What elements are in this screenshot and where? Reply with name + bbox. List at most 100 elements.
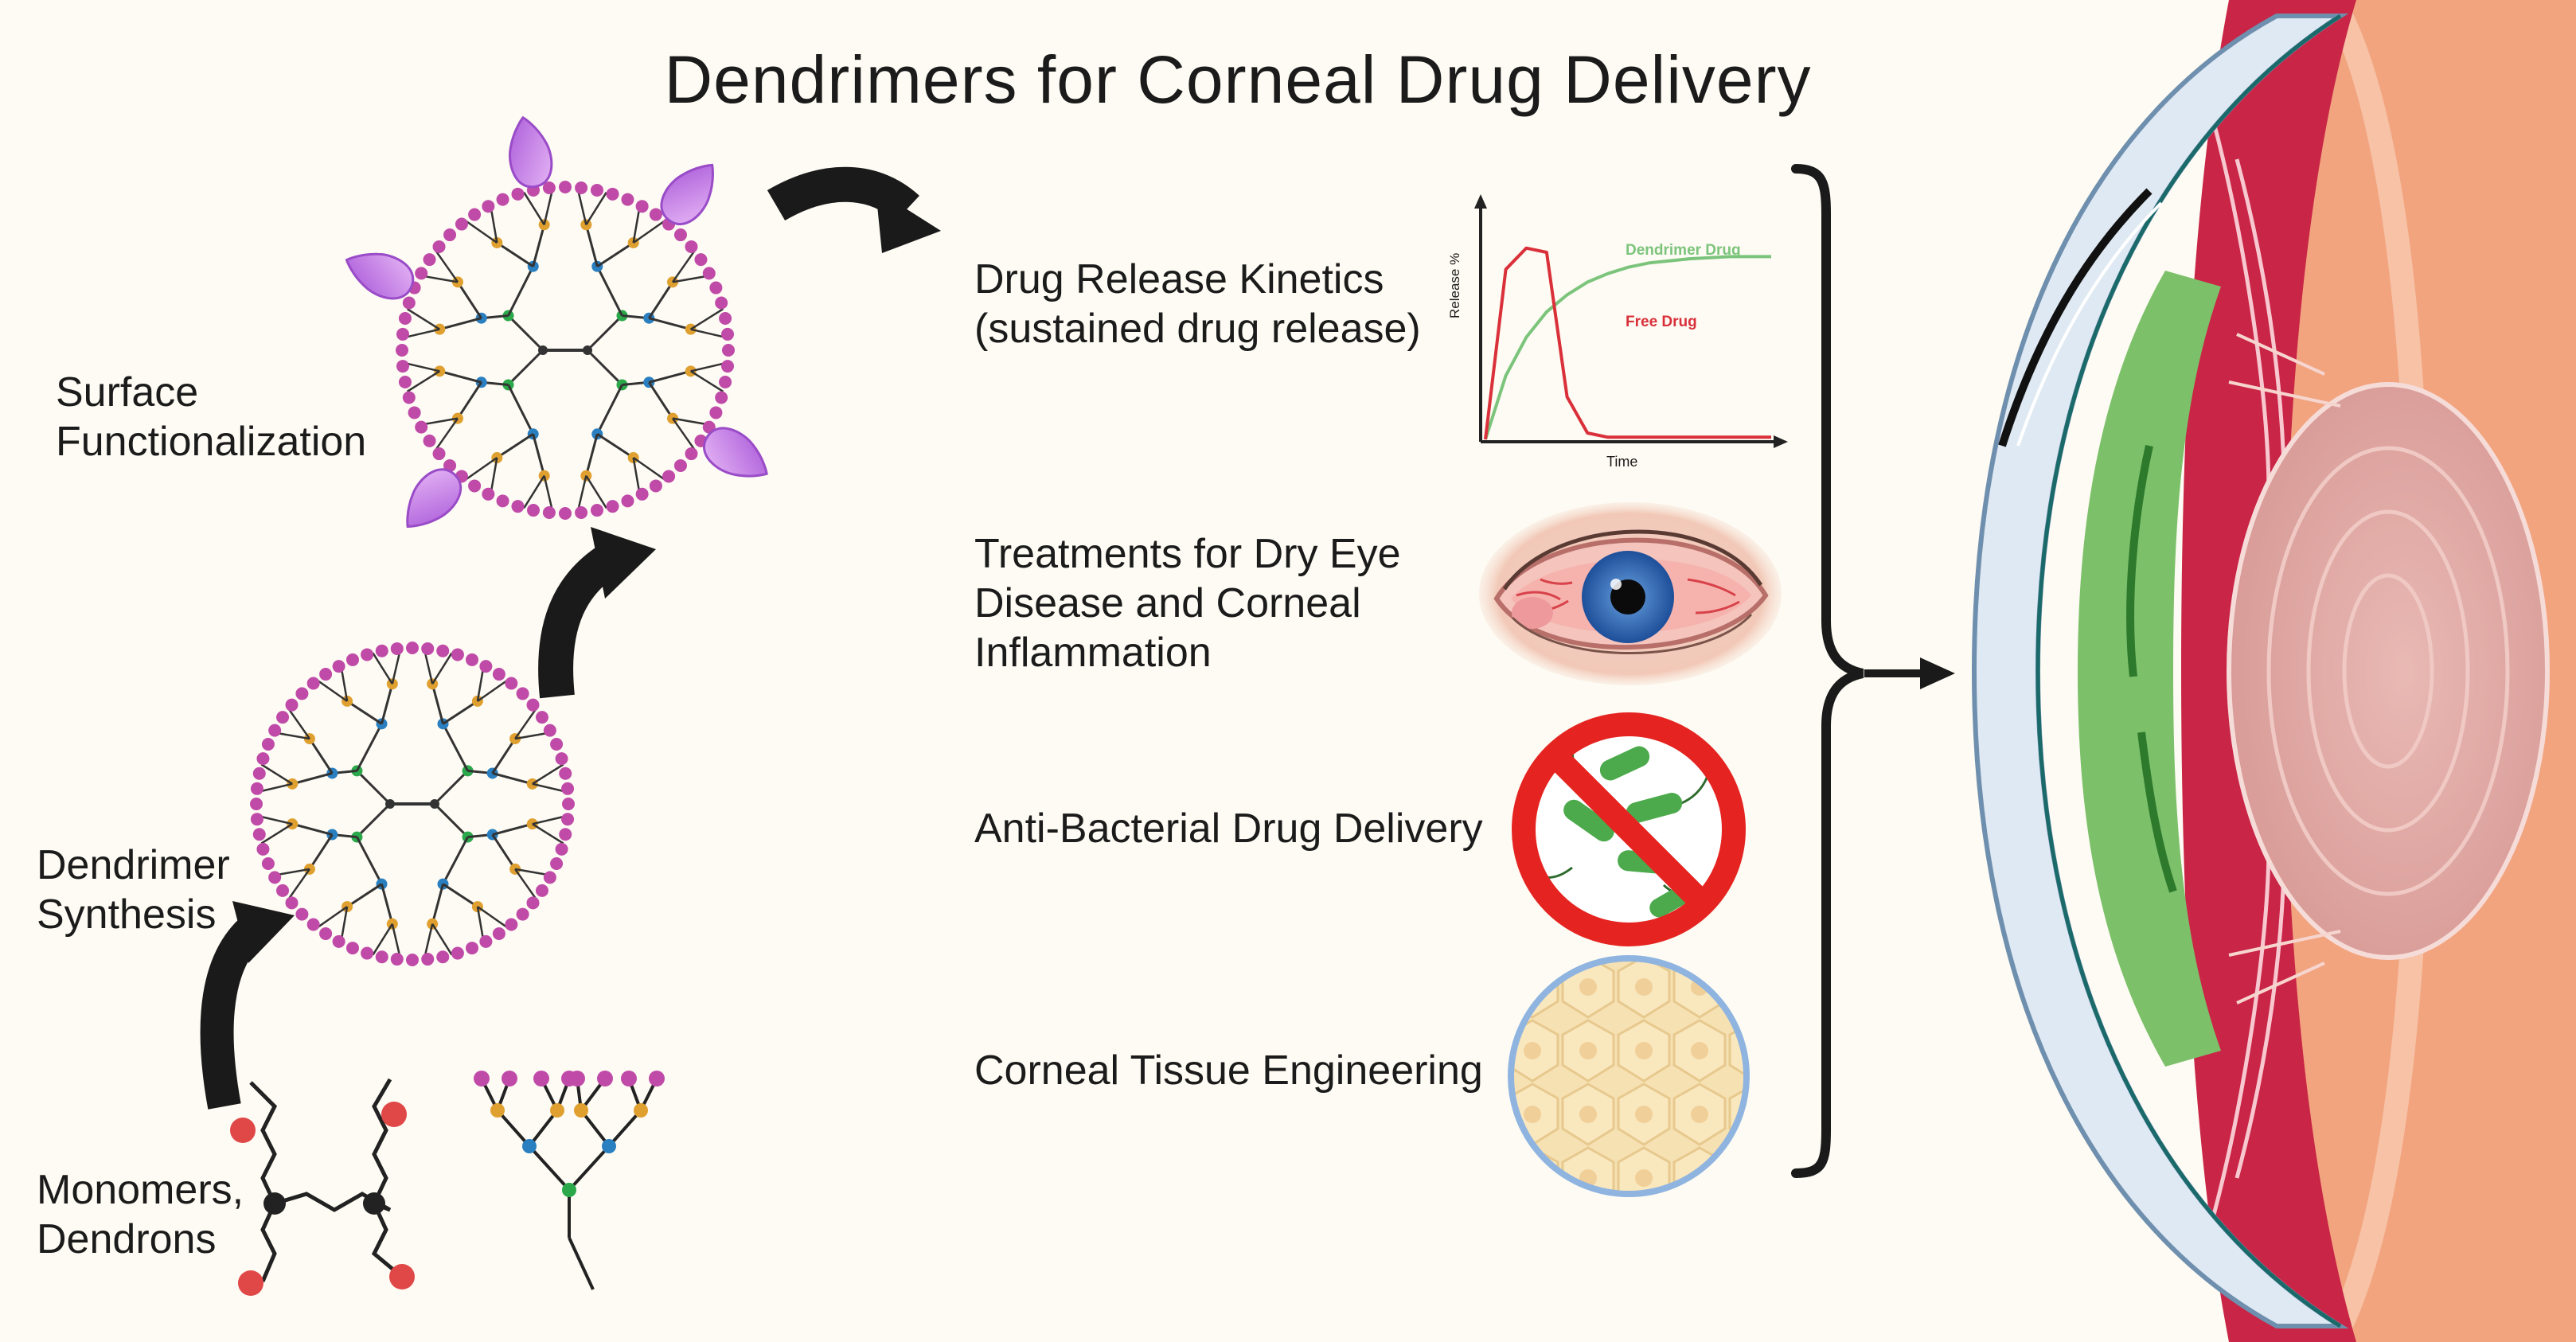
surface-group [421,953,435,966]
surface-group [479,660,493,673]
monomer-chain [372,1078,392,1205]
red-eye-icon [1479,502,1782,685]
branch-node [574,1103,588,1118]
surface-group [295,907,309,921]
surface-group [396,344,408,357]
ligand-icon [660,163,714,225]
surface-group [285,698,299,712]
curly-brace [1791,164,1955,1178]
branch-node [562,1183,576,1197]
surface-group [319,927,333,940]
surface-group [575,506,588,520]
chart-series-line-free [1484,246,1771,440]
surface-group [466,942,479,955]
surface-group [590,183,603,197]
application-line: Treatments for Dry Eye [974,531,1401,577]
surface-group [715,391,728,404]
surface-group [709,406,723,419]
surface-group [256,842,270,856]
dendron-bond [607,1109,642,1148]
surface-group [332,934,345,948]
monomer-core [263,1192,286,1215]
surface-group [285,896,299,910]
surface-group [502,1071,517,1086]
application-line: Drug Release Kinetics [974,256,1384,302]
monomer-chain [260,1202,277,1282]
surface-group [719,312,732,326]
monomer-end [381,1102,407,1127]
surface-group [436,950,450,964]
surface-group [451,648,464,661]
surface-group [590,504,603,517]
monomer-end [389,1264,415,1289]
chart-series-label-dendrimer: Dendrimer Drug [1626,242,1741,259]
ligand-icon [406,468,463,528]
branch-node [550,1103,564,1118]
application-release-kinetics: Drug Release Kinetics (sustained drug re… [974,255,1421,353]
surface-group [398,312,412,326]
application-line: Corneal Tissue Engineering [974,1047,1483,1094]
surface-group [550,737,564,751]
surface-group [402,296,416,310]
surface-group [621,193,634,206]
surface-group [332,660,345,673]
surface-group [306,677,320,690]
monomer-end [238,1270,263,1296]
surface-group [535,884,548,897]
surface-group [694,253,708,267]
surface-group [423,253,436,267]
chart-series-label-free: Free Drug [1626,314,1697,330]
monomer-chain [274,1192,392,1212]
surface-group [569,1071,585,1086]
surface-group [496,193,509,206]
dendron-bond [568,1237,595,1290]
surface-group [390,642,404,655]
step-surface-line: Surface [56,369,199,415]
release-chart-icon [1474,194,1788,448]
surface-group [721,327,735,341]
surface-group [252,828,266,841]
figure-title: Dendrimers for Corneal Drug Delivery [664,42,1812,117]
surface-group [468,208,482,221]
surface-group [432,240,446,253]
arrow-dendrimer-to-surface [538,527,656,699]
branch-node [602,1139,616,1153]
surface-group [562,798,575,810]
surface-group [685,447,698,461]
application-line: Disease and Corneal [974,580,1361,626]
chart-xlabel: Time [1606,454,1638,470]
surface-group [474,1071,490,1086]
ligand-icon [509,115,553,189]
surface-group [455,217,468,231]
surface-group [408,406,421,419]
surface-group [597,1071,613,1086]
surface-group [555,752,568,766]
dendron-bond [568,1145,611,1192]
surface-group [406,954,419,966]
surface-group [492,927,505,940]
surface-group [511,500,525,513]
branch-node [522,1139,537,1153]
application-dry-eye: Treatments for Dry Eye Disease and Corne… [974,529,1401,677]
step-surface-label: Surface Functionalization [56,368,366,466]
surface-group [396,360,409,373]
surface-group [526,698,540,712]
surface-group [250,782,263,795]
surface-group [505,918,518,931]
application-tissue-engineering: Corneal Tissue Engineering [974,1046,1483,1095]
surface-group [276,711,290,724]
cornea-cells-icon [1508,955,1750,1197]
surface-group [673,228,687,242]
application-line: Anti-Bacterial Drug Delivery [974,806,1483,852]
no-bacteria-icon [1512,712,1746,946]
surface-group [542,181,556,194]
surface-group [673,458,687,472]
surface-group [396,327,409,341]
surface-group [276,884,290,897]
surface-group [533,1071,549,1086]
monomer-chain [249,1081,278,1205]
surface-group [261,857,275,871]
surface-group [250,813,263,826]
dendron-bond [580,1109,611,1148]
